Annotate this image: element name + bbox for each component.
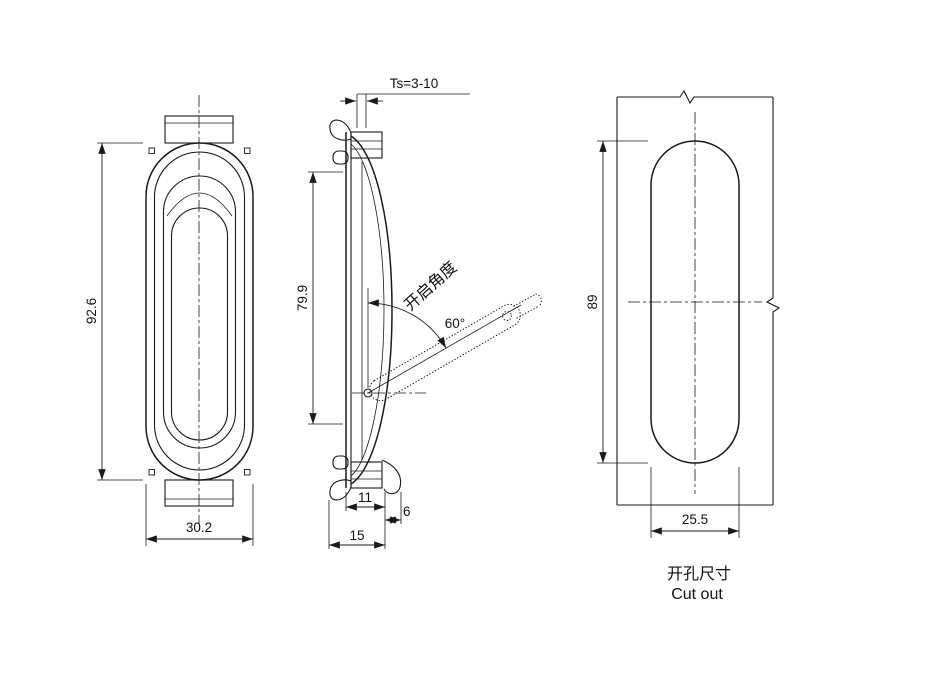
side-dim-height: 79.9	[295, 171, 343, 425]
side-open-angle: 60° 开启角度	[367, 257, 542, 402]
front-pivot-arc	[166, 192, 233, 217]
cutout-view	[616, 89, 781, 506]
front-recess-outline	[153, 151, 246, 471]
front-width-dim-text: 30.2	[186, 520, 212, 535]
side-dim11-text: 11	[358, 490, 372, 505]
open-handle-phantom	[369, 303, 521, 402]
angle-arc	[367, 299, 447, 349]
side-top-head	[350, 131, 383, 159]
side-bottom-screw	[332, 455, 349, 470]
front-view	[145, 95, 254, 524]
front-dim-height: 92.6	[84, 142, 143, 481]
side-dim-thickness: Ts=3-10	[340, 76, 470, 105]
cutout-label-en: Cut out	[671, 586, 723, 603]
side-dims-bottom: 11 6 15	[328, 490, 411, 549]
front-handle-outer	[162, 175, 237, 449]
side-thickness-dim-text: Ts=3-10	[390, 76, 438, 91]
panel-top-edge	[617, 89, 773, 105]
side-bottom-head	[350, 461, 383, 489]
side-dim6-text: 6	[403, 504, 411, 519]
angle-value-text: 60°	[445, 316, 465, 331]
angle-label-text: 开启角度	[400, 257, 460, 314]
front-body-outline	[145, 142, 254, 481]
side-bottom-spring-clip	[329, 479, 352, 501]
cutout-caption: 开孔尺寸 Cut out	[667, 564, 731, 603]
cutout-dim-height: 89	[585, 140, 648, 464]
side-top-screw	[332, 150, 349, 165]
side-top-spring-clip	[329, 119, 352, 141]
front-height-dim-text: 92.6	[84, 298, 99, 324]
side-bottom-hook	[381, 459, 402, 495]
front-handle-inner	[170, 207, 229, 441]
cutout-width-dim-text: 25.5	[682, 512, 708, 527]
cutout-dim-width: 25.5	[650, 467, 740, 538]
front-dim-width: 30.2	[145, 484, 254, 546]
cutout-height-dim-text: 89	[585, 294, 600, 309]
side-height-dim-text: 79.9	[295, 285, 310, 311]
cutout-label-cn: 开孔尺寸	[667, 564, 731, 583]
panel-right-edge	[765, 97, 781, 505]
side-view	[329, 94, 426, 501]
side-dim15-text: 15	[349, 528, 364, 543]
